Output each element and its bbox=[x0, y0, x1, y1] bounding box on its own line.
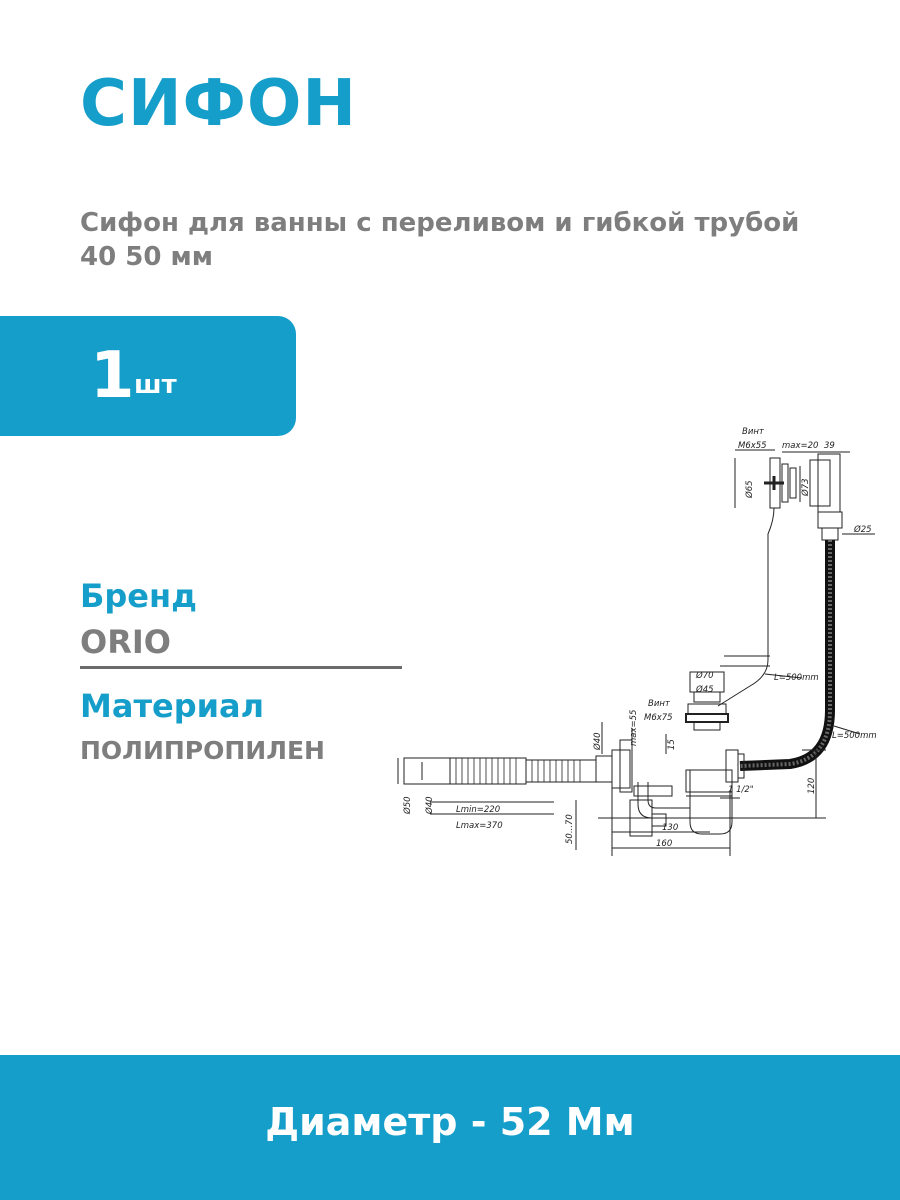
brand-value: ORIO bbox=[80, 623, 171, 661]
siphon-technical-drawing: Винт M6x55 max=20 39 Ø65 Ø73 Ø25 L=500mm… bbox=[397, 427, 877, 856]
label-screw-mid: Винт bbox=[648, 699, 671, 709]
product-subtitle: Сифон для ванны с переливом и гибкой тру… bbox=[80, 208, 800, 272]
label-d45: Ø45 bbox=[695, 684, 714, 695]
spec-divider bbox=[80, 666, 402, 669]
label-d130: 130 bbox=[662, 823, 678, 833]
quantity-unit: шт bbox=[134, 370, 177, 400]
label-d160: 160 bbox=[656, 839, 672, 849]
label-d15: 15 bbox=[667, 739, 677, 750]
label-l500-cable: L=500mm bbox=[774, 673, 819, 683]
brand-label: Бренд bbox=[80, 577, 197, 615]
label-d25: Ø25 bbox=[853, 524, 872, 535]
label-l500-hose: L=500mm bbox=[832, 731, 877, 741]
label-max55: max=55 bbox=[629, 710, 639, 746]
diameter-text: Диаметр - 52 Мм bbox=[265, 1100, 635, 1144]
label-d50: Ø50 bbox=[402, 796, 413, 815]
label-screw-mid-size: M6x75 bbox=[644, 713, 673, 723]
footer-band: Диаметр - 52 Мм bbox=[0, 1055, 900, 1200]
label-d40-top: Ø40 bbox=[592, 732, 603, 751]
quantity-badge: 1 шт bbox=[0, 316, 296, 436]
label-lmin: Lmin=220 bbox=[456, 805, 500, 815]
label-lmax: Lmax=370 bbox=[456, 821, 503, 831]
label-d50-70: 50...70 bbox=[565, 814, 575, 844]
label-d120: 120 bbox=[807, 778, 817, 794]
label-d39: 39 bbox=[824, 441, 835, 451]
label-screw-top: Винт bbox=[742, 427, 765, 437]
label-d40-left: Ø40 bbox=[424, 796, 435, 815]
material-value: ПОЛИПРОПИЛЕН bbox=[80, 736, 325, 765]
quantity-number: 1 bbox=[90, 339, 135, 413]
material-label: Материал bbox=[80, 687, 265, 725]
product-title: СИФОН bbox=[80, 67, 357, 141]
label-d73: Ø73 bbox=[800, 478, 811, 497]
label-d65: Ø65 bbox=[744, 480, 755, 499]
label-screw-top-size: M6x55 bbox=[738, 441, 767, 451]
label-max-20: max=20 bbox=[782, 441, 818, 451]
label-thread: 1 1/2" bbox=[728, 785, 754, 795]
label-d70: Ø70 bbox=[695, 670, 714, 681]
